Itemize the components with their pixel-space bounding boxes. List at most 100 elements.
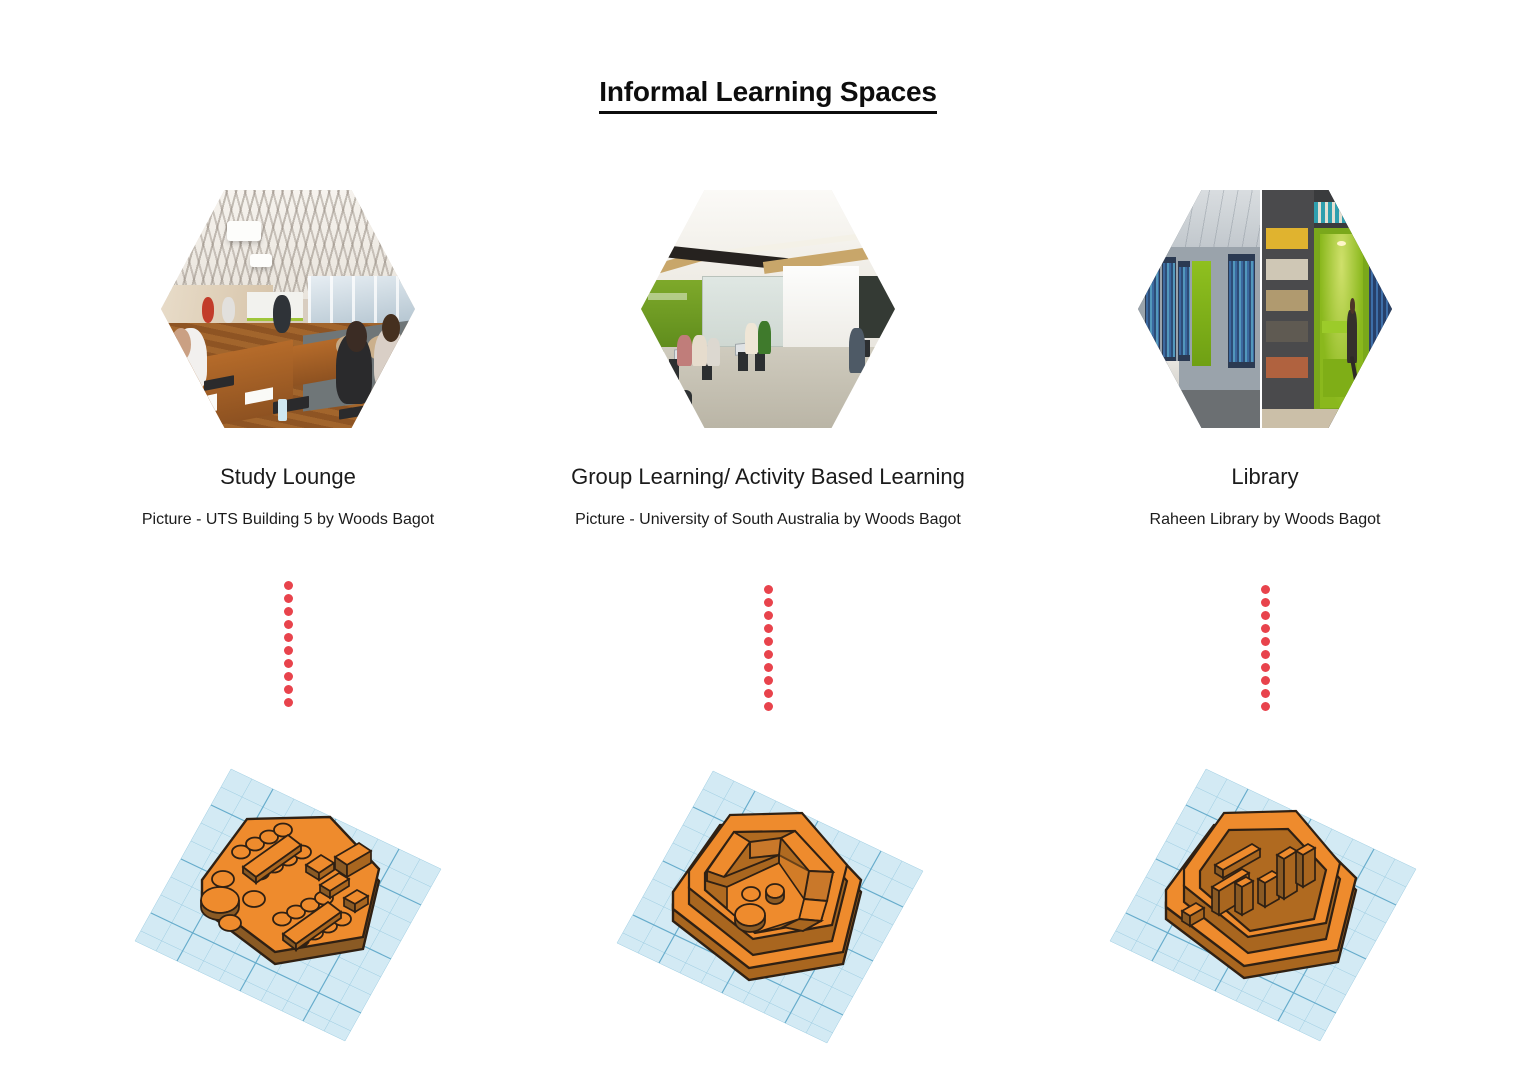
page-title-text: Informal Learning Spaces [599,76,937,114]
water-bottle [277,398,287,421]
space-title: Group Learning/ Activity Based Learning [571,464,965,489]
connector-dot [1260,624,1270,633]
connector-dot [1260,663,1270,672]
round-seating-cluster [200,870,266,932]
person-head [382,313,400,343]
connector-dot [283,698,293,707]
pendant-lamp [249,254,272,268]
book-stack [1162,256,1176,364]
tinkercad-viewport [134,768,442,1042]
person [849,328,865,374]
pendant-lamp [227,220,262,241]
connector-dot [763,611,773,620]
person-head [346,320,367,352]
connector-dot [1260,702,1270,711]
connector-dot [283,620,293,629]
connector-dot [1260,676,1270,685]
connector-dot [1260,585,1270,594]
bookcase [1261,190,1314,428]
connector-dot [763,663,773,672]
hex-photo-study-lounge [161,190,415,428]
chair [668,359,680,381]
space-title: Study Lounge [220,464,356,489]
person [1347,310,1357,363]
hexagon-clip [641,190,895,428]
connector-dot [1260,637,1270,646]
internal-partitions [705,829,836,933]
connector-dot [283,646,293,655]
connector-dot [283,581,293,590]
model-library [1100,759,1430,1049]
connector-dot [763,689,773,698]
bookshelf-rows [1210,843,1317,917]
dotted-connector [763,585,773,715]
lounge-blocks [304,841,373,914]
connector-dot [763,624,773,633]
white-wall [783,266,860,357]
entry-block [1180,902,1206,928]
person [676,335,692,367]
space-title: Library [1231,464,1299,489]
person [221,297,235,324]
chair [737,351,748,371]
connector-dot [283,594,293,603]
hex-photo-group-learning [641,190,895,428]
connector-dot [763,650,773,659]
photo-library-nook [1259,190,1392,428]
photo-library-stacks [1138,190,1260,428]
dotted-connector [1260,585,1270,715]
book-row [1266,356,1308,378]
ceiling [1138,190,1260,248]
space-column-study-lounge: Study Lounge Picture - UTS Building 5 by… [58,190,518,1049]
book-stack [1178,261,1191,362]
connector-dot [283,685,293,694]
photo-study-lounge [161,190,415,428]
connector-dot [283,672,293,681]
space-column-group-learning: Group Learning/ Activity Based Learning … [538,190,998,1049]
connector-dot [283,659,293,668]
hexagon-clip [161,190,415,428]
person-head [1349,298,1356,314]
long-table-top [231,822,312,885]
dotted-connector [283,581,293,711]
chair [859,339,870,357]
floor [1261,408,1392,428]
space-column-library: Library Raheen Library by Woods Bagot [1035,190,1495,1049]
connector-dot [283,607,293,616]
book-stack [1228,254,1256,369]
book-row [1266,259,1308,281]
connector-dot [763,637,773,646]
photo-library [1138,190,1392,428]
tinkercad-viewport [616,770,924,1044]
service-desk [1138,361,1180,414]
space-credit: Picture - University of South Australia … [575,511,961,528]
nook-desk [1322,320,1351,334]
space-credit: Picture - UTS Building 5 by Woods Bagot [141,511,435,528]
model-study-lounge [123,759,453,1049]
photo-group-learning [641,190,895,428]
book-stack [1368,213,1392,409]
tinkercad-viewport [1109,768,1417,1042]
connector-dot [763,598,773,607]
connector-dot [1260,650,1270,659]
person [272,294,291,333]
green-study-nook [1191,261,1212,367]
page-title: Informal Learning Spaces [0,76,1536,114]
long-table-bottom [272,890,352,952]
paper [183,393,217,418]
person [745,323,758,355]
downlight [1337,241,1347,247]
model-group-learning [603,759,933,1049]
floor [1138,389,1260,428]
connector-dot [763,702,773,711]
person [707,337,720,367]
dark-wall [859,275,895,338]
connector-dot [1260,689,1270,698]
chair [701,359,713,381]
book-stack [1145,251,1160,367]
chair [755,351,766,371]
hex-photo-library [1138,190,1392,428]
book-row [1266,228,1308,250]
connector-dot [1260,598,1270,607]
